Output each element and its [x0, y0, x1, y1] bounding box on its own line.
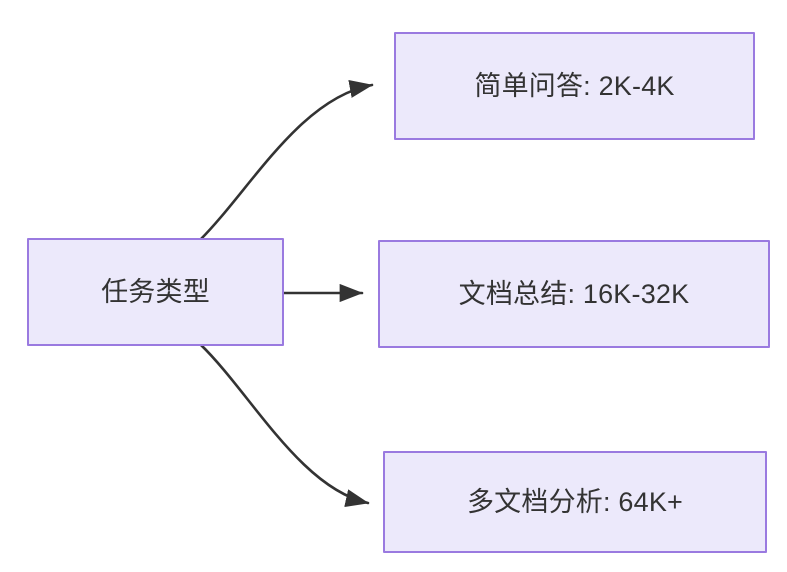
node-multi-doc-label: 多文档分析: 64K+	[466, 486, 683, 517]
node-task-type-label: 任务类型	[101, 276, 210, 307]
node-simple-qa-label: 简单问答: 2K-4K	[474, 70, 675, 101]
node-multi-doc[interactable]: 多文档分析: 64K+	[383, 451, 767, 553]
node-simple-qa[interactable]: 简单问答: 2K-4K	[394, 32, 755, 140]
node-doc-summary-label: 文档总结: 16K-32K	[458, 278, 690, 309]
node-task-type[interactable]: 任务类型	[27, 238, 284, 346]
node-doc-summary[interactable]: 文档总结: 16K-32K	[378, 240, 770, 348]
edge-root-to-multi-doc	[198, 342, 370, 508]
edge-root-to-simple-qa	[198, 80, 374, 242]
